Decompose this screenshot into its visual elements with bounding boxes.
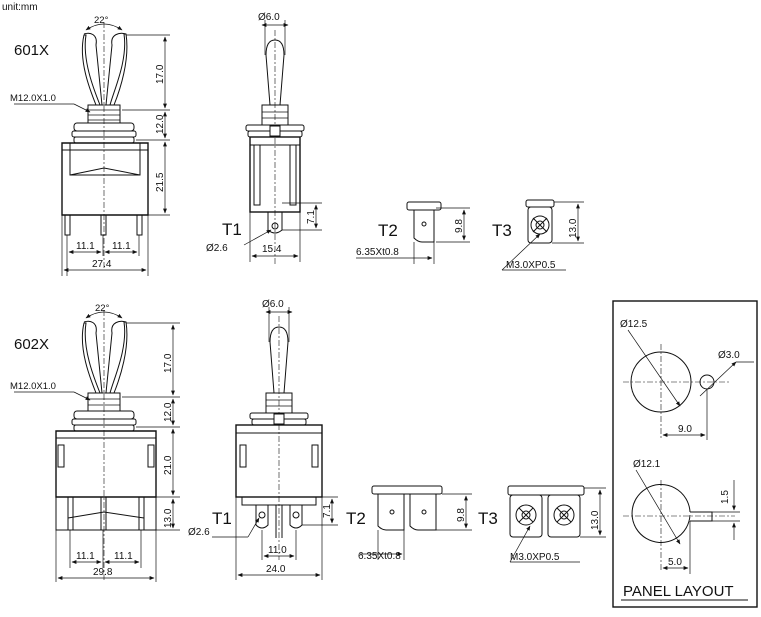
dim-111a-602: 11.1: [76, 551, 95, 562]
model-602-label: 602X: [14, 336, 49, 353]
dim-215-601: 21.5: [155, 172, 166, 192]
dim-110: 11.0: [268, 545, 287, 556]
view-601-front: 601X 22° M12.0X1.0: [10, 15, 170, 276]
terminal-t3-602: T3 13.0 M3.0XP0.5: [478, 485, 606, 563]
panel-layout-title: PANEL LAYOUT: [623, 583, 734, 600]
dim-d26-602: Ø2.6: [188, 527, 210, 538]
view-602-side: Ø6.0 T1 Ø2.6 7.1: [188, 299, 338, 580]
dim-130-602: 13.0: [590, 510, 601, 530]
terminal-t1-label-601: T1: [222, 220, 242, 239]
dim-298: 29.8: [93, 567, 113, 578]
terminal-t3-label-601: T3: [492, 221, 512, 240]
model-601-label: 601X: [14, 42, 49, 59]
angle-label-601: 22°: [94, 15, 109, 26]
panel-d125: Ø12.5: [620, 319, 648, 330]
panel-layout-box: Ø12.5 Ø3.0 9.0 Ø12.1 1.5 5.0 PANEL LAYOU…: [612, 300, 758, 608]
dim-12-602: 12.0: [163, 402, 174, 422]
view-602-front: 602X 22° M12.0X1.0: [10, 303, 180, 582]
view-601-side: Ø6.0 T1 Ø2.6 7.1 15.4: [206, 12, 322, 265]
dim-130-601: 13.0: [568, 218, 579, 238]
dim-13-602: 13.0: [163, 508, 174, 528]
terminal-t3-601: T3 13.0 M3.0XP0.5: [492, 199, 584, 271]
terminal-t2-601: T2 9.8 6.35Xt0.8: [356, 201, 470, 264]
dim-17-601: 17.0: [155, 64, 166, 84]
dim-240: 24.0: [266, 564, 286, 575]
dim-154: 15.4: [262, 244, 282, 255]
angle-label-602: 22°: [95, 303, 110, 314]
panel-d50: 5.0: [668, 557, 682, 568]
panel-d90: 9.0: [678, 424, 692, 435]
terminal-t3-label-602: T3: [478, 509, 498, 528]
dim-111b-602: 11.1: [114, 551, 133, 562]
dim-17-602: 17.0: [163, 353, 174, 373]
terminal-t2-602: T2 9.8 6.35Xt0.8: [346, 485, 472, 562]
dim-d6-602: Ø6.0: [262, 299, 284, 310]
dim-98-601: 9.8: [454, 219, 465, 233]
terminal-t2-label-601: T2: [378, 221, 398, 240]
unit-label: unit:mm: [2, 2, 38, 13]
dim-21-602: 21.0: [163, 455, 174, 475]
dim-98-602: 9.8: [456, 508, 467, 522]
dim-71-601: 7.1: [306, 210, 317, 224]
terminal-t2-label-602: T2: [346, 509, 366, 528]
thread-label-602: M12.0X1.0: [10, 381, 56, 392]
dim-111a-601: 11.1: [76, 241, 95, 252]
dim-d26-601: Ø2.6: [206, 243, 228, 254]
dim-635-602: 6.35Xt0.8: [358, 551, 401, 562]
dim-d6-601: Ø6.0: [258, 12, 280, 23]
thread-label-601: M12.0X1.0: [10, 93, 56, 104]
dim-m3-602: M3.0XP0.5: [510, 552, 560, 563]
panel-d30: Ø3.0: [718, 350, 740, 361]
dim-111b-601: 11.1: [112, 241, 131, 252]
panel-d121: Ø12.1: [633, 459, 661, 470]
terminal-t1-label-602: T1: [212, 509, 232, 528]
dim-12-601: 12.0: [155, 114, 166, 134]
dim-274: 27.4: [92, 259, 112, 270]
dim-71-602: 7.1: [322, 504, 333, 518]
dim-635-601: 6.35Xt0.8: [356, 247, 399, 258]
panel-d15: 1.5: [720, 490, 731, 504]
dim-m3-601: M3.0XP0.5: [506, 260, 556, 271]
